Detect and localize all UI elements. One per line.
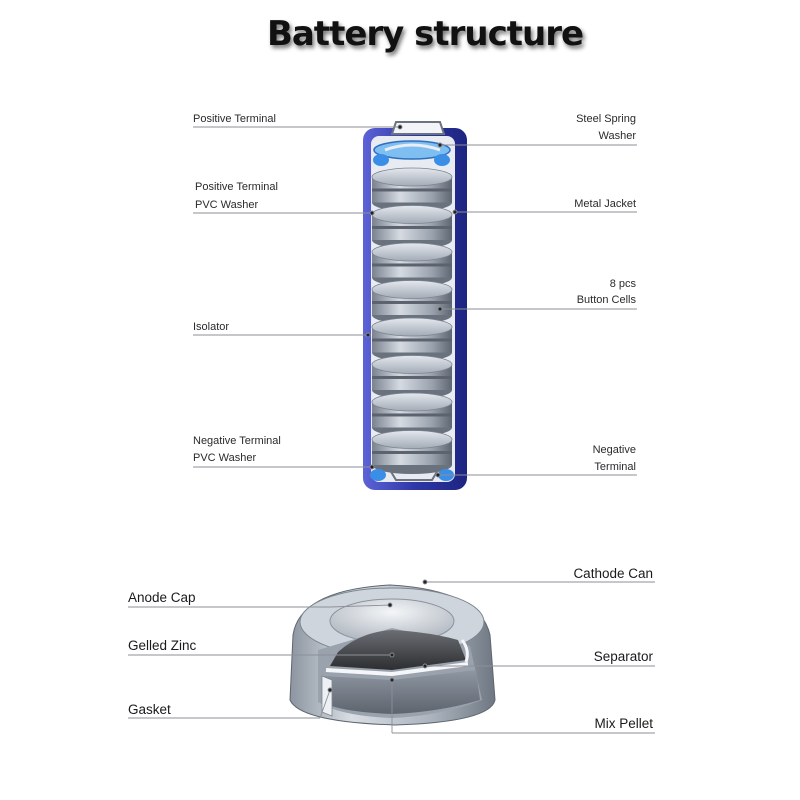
label-negative-terminal-line1: Negative [593,444,636,456]
button-cell [371,167,453,212]
label-positive-pvc-washer-line2: PVC Washer [195,199,259,211]
label-mix-pellet: Mix Pellet [594,716,653,731]
button-cell [371,430,453,474]
label-negative-pvc-washer-line2: PVC Washer [193,452,257,464]
separator-shape [325,662,469,677]
button-cell [371,317,453,362]
button-cell [371,205,453,249]
button-cell [371,392,453,437]
button-cell [371,355,453,399]
label-cathode-can: Cathode Can [573,566,653,581]
label-positive-pvc-washer-line1: Positive Terminal [195,181,278,193]
button-cell [371,242,453,287]
button-cell [371,280,453,324]
diagram-title: Battery structure [266,14,584,54]
gelled-zinc-shape [330,630,466,670]
label-gelled-zinc: Gelled Zinc [128,638,197,653]
button-cell-stack [371,167,453,474]
label-anode-cap: Anode Cap [128,590,196,605]
steel-spring-washer-shape [373,140,451,160]
cylindrical-battery-illustration [363,121,467,490]
negative-terminal-shape [389,469,439,481]
label-positive-terminal: Positive Terminal [193,113,276,125]
label-button-cells-line1: 8 pcs [610,278,637,290]
positive-terminal-shape [390,121,446,135]
label-negative-pvc-washer-line1: Negative Terminal [193,435,281,447]
label-gasket: Gasket [128,702,171,717]
mix-pellet-shape [322,670,480,714]
label-steel-spring-washer-line1: Steel Spring [576,113,636,125]
gasket-shape [321,675,333,717]
label-separator: Separator [594,649,654,664]
label-isolator: Isolator [193,321,229,333]
label-metal-jacket: Metal Jacket [574,198,636,210]
label-negative-terminal-line2: Terminal [594,461,636,473]
label-button-cells-line2: Button Cells [577,294,637,306]
label-steel-spring-washer-line2: Washer [599,130,637,142]
